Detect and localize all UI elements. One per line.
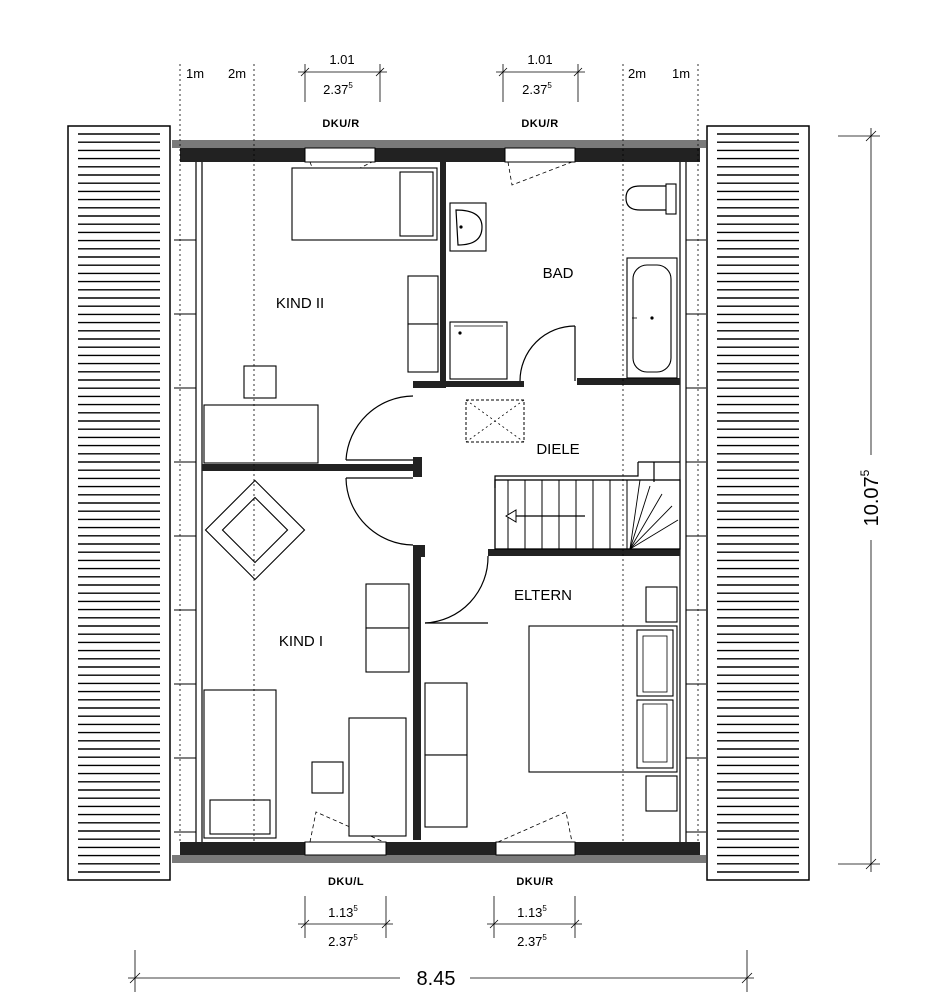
height-label-left-1m: 1m <box>186 66 204 81</box>
room-label-bad: BAD <box>543 265 574 282</box>
dim-total-depth: 10.075 <box>858 469 883 526</box>
room-label-kind1: KIND I <box>279 633 323 650</box>
window-label-top-left: DKU/R <box>322 118 359 130</box>
dim-bottom-left-width: 1.135 <box>328 904 358 920</box>
dim-top-left-height: 2.375 <box>323 81 353 97</box>
height-label-right-2m: 2m <box>628 66 646 81</box>
furniture-kind2 <box>203 167 439 464</box>
dim-bottom-right-height: 2.375 <box>517 933 547 949</box>
doors <box>345 325 576 624</box>
dim-bottom-right-width: 1.135 <box>517 904 547 920</box>
dim-bottom-left-height: 2.375 <box>328 933 358 949</box>
dim-top-left-width: 1.01 <box>329 52 354 67</box>
room-labels: KIND II BAD DIELE ELTERN KIND I <box>276 265 580 650</box>
room-label-eltern: ELTERN <box>514 587 572 604</box>
height-label-right-1m: 1m <box>672 66 690 81</box>
dimension-labels: 1.01 2.375 1.01 2.375 1.135 2.375 1.135 … <box>323 52 883 990</box>
dimension-lines <box>128 64 880 992</box>
roof-left <box>67 125 171 881</box>
height-labels: 1m 2m 2m 1m <box>186 66 690 81</box>
window-labels: DKU/R DKU/R DKU/L DKU/R <box>322 118 558 888</box>
window-label-bottom-left: DKU/L <box>328 876 364 888</box>
room-label-kind2: KIND II <box>276 295 324 312</box>
height-label-left-2m: 2m <box>228 66 246 81</box>
staircase <box>494 461 681 550</box>
furniture-kind1 <box>203 479 410 839</box>
furniture-bad <box>449 183 678 380</box>
skylight-diele <box>465 399 525 443</box>
dim-top-right-width: 1.01 <box>527 52 552 67</box>
dim-total-width: 8.45 <box>417 968 456 990</box>
roof-right <box>706 125 810 881</box>
dim-top-right-height: 2.375 <box>522 81 552 97</box>
window-label-bottom-right: DKU/R <box>516 876 553 888</box>
outer-walls <box>172 140 706 863</box>
furniture-eltern <box>424 586 678 828</box>
room-label-diele: DIELE <box>536 441 579 458</box>
interior-walls <box>202 162 680 840</box>
window-label-top-right: DKU/R <box>521 118 558 130</box>
